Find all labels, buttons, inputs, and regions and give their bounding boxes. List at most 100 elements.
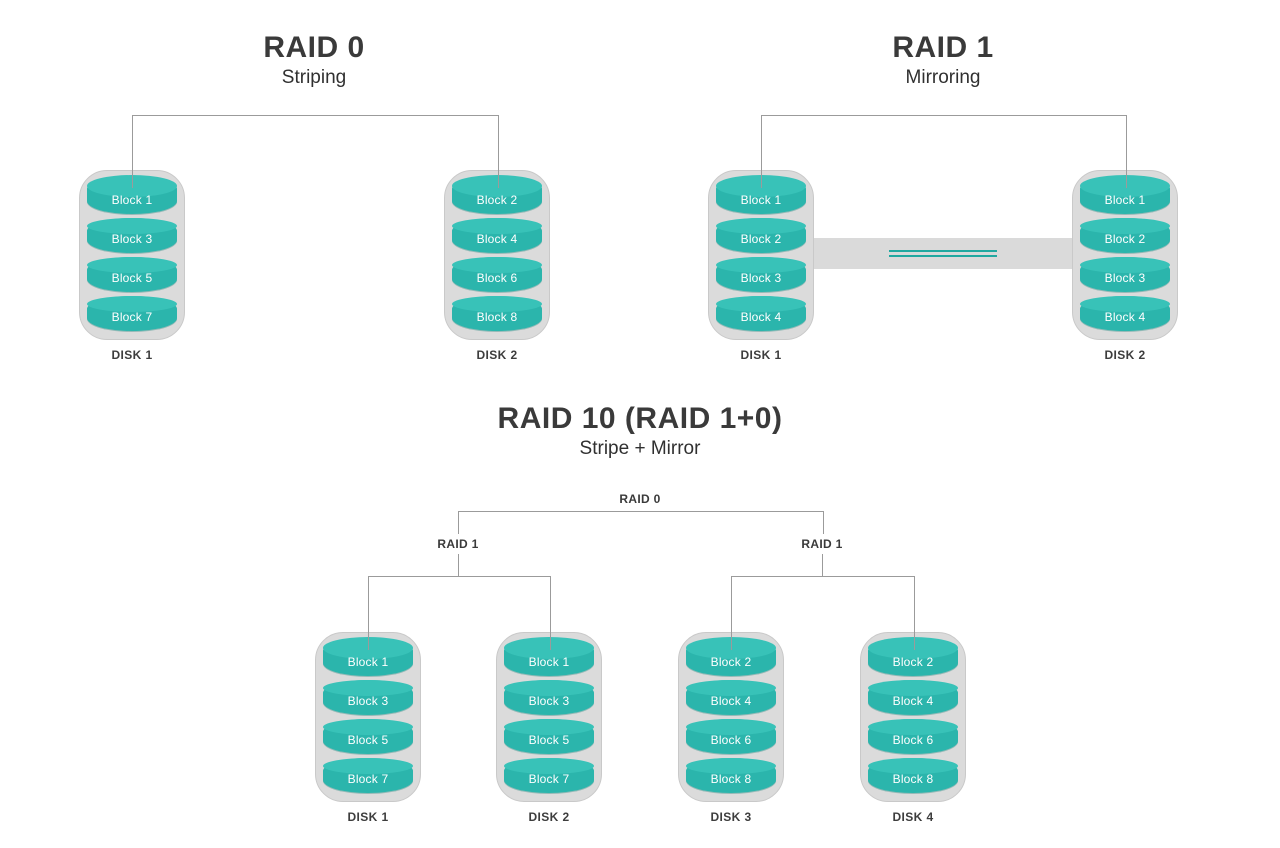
disk-casing: Block 1 Block 3 Block 5 Block 7 xyxy=(496,632,602,802)
block-label: Block 3 xyxy=(740,271,782,285)
raid10-right-stub-line xyxy=(822,554,823,576)
block-segment: Block 4 xyxy=(716,296,806,331)
block-label: Block 7 xyxy=(111,310,153,324)
block-segment: Block 3 xyxy=(504,680,594,715)
block-segment: Block 4 xyxy=(1080,296,1170,331)
block-segment: Block 3 xyxy=(716,257,806,292)
disk-label: DISK 2 xyxy=(476,348,518,362)
raid10-title: RAID 10 (RAID 1+0) xyxy=(497,402,783,435)
block-label: Block 3 xyxy=(347,694,389,708)
block-segment: Block 3 xyxy=(323,680,413,715)
disk-casing: Block 1 Block 3 Block 5 Block 7 xyxy=(79,170,185,340)
block-segment: Block 2 xyxy=(452,175,542,214)
cylinder-top-ellipse xyxy=(716,296,806,312)
block-label: Block 5 xyxy=(111,271,153,285)
block-segment: Block 8 xyxy=(452,296,542,331)
cylinder-top-ellipse xyxy=(323,719,413,735)
raid10-right-bracket xyxy=(731,576,915,650)
block-segment: Block 1 xyxy=(504,637,594,676)
cylinder-top-ellipse xyxy=(1080,257,1170,273)
block-label: Block 2 xyxy=(1104,232,1146,246)
disk-label: DISK 1 xyxy=(740,348,782,362)
cylinder-top-ellipse xyxy=(504,637,594,659)
block-label: Block 1 xyxy=(347,655,389,669)
block-segment: Block 5 xyxy=(87,257,177,292)
block-label: Block 2 xyxy=(710,655,752,669)
block-label: Block 2 xyxy=(740,232,782,246)
disk-cylinder: Block 2 Block 4 Block 6 Block 8 xyxy=(686,637,776,797)
disk-cylinder: Block 1 Block 2 Block 3 Block 4 xyxy=(716,175,806,335)
cylinder-top-ellipse xyxy=(868,719,958,735)
cylinder-top-ellipse xyxy=(868,637,958,659)
block-label: Block 2 xyxy=(892,655,934,669)
mirror-link-equals-icon xyxy=(889,250,997,257)
cylinder-top-ellipse xyxy=(452,296,542,312)
cylinder-top-ellipse xyxy=(686,680,776,696)
raid1-subtitle: Mirroring xyxy=(905,67,981,88)
block-label: Block 1 xyxy=(528,655,570,669)
raid0-subtitle: Striping xyxy=(281,67,347,88)
block-label: Block 8 xyxy=(710,772,752,786)
block-segment: Block 3 xyxy=(1080,257,1170,292)
block-label: Block 4 xyxy=(892,694,934,708)
cylinder-top-ellipse xyxy=(452,175,542,197)
block-segment: Block 7 xyxy=(504,758,594,793)
raid10-tree-right-label: RAID 1 xyxy=(801,537,843,551)
raid10-subtitle: Stripe + Mirror xyxy=(579,438,701,459)
block-label: Block 6 xyxy=(710,733,752,747)
block-label: Block 4 xyxy=(710,694,752,708)
block-label: Block 2 xyxy=(476,193,518,207)
disk-casing: Block 1 Block 2 Block 3 Block 4 xyxy=(708,170,814,340)
disk-casing: Block 2 Block 4 Block 6 Block 8 xyxy=(860,632,966,802)
cylinder-top-ellipse xyxy=(504,719,594,735)
block-label: Block 8 xyxy=(476,310,518,324)
block-label: Block 8 xyxy=(892,772,934,786)
disk-cylinder: Block 2 Block 4 Block 6 Block 8 xyxy=(452,175,542,335)
block-label: Block 6 xyxy=(892,733,934,747)
block-segment: Block 4 xyxy=(452,218,542,253)
disk-casing: Block 1 Block 2 Block 3 Block 4 xyxy=(1072,170,1178,340)
disk-label: DISK 1 xyxy=(347,810,389,824)
disk-casing: Block 2 Block 4 Block 6 Block 8 xyxy=(444,170,550,340)
block-label: Block 1 xyxy=(740,193,782,207)
disk-cylinder: Block 1 Block 2 Block 3 Block 4 xyxy=(1080,175,1170,335)
block-label: Block 3 xyxy=(1104,271,1146,285)
raid0-connector-bracket xyxy=(132,115,499,188)
cylinder-top-ellipse xyxy=(716,257,806,273)
block-segment: Block 2 xyxy=(868,637,958,676)
block-label: Block 5 xyxy=(528,733,570,747)
block-segment: Block 5 xyxy=(323,719,413,754)
block-label: Block 6 xyxy=(476,271,518,285)
block-segment: Block 7 xyxy=(87,296,177,331)
cylinder-top-ellipse xyxy=(87,257,177,273)
cylinder-top-ellipse xyxy=(1080,175,1170,197)
cylinder-top-ellipse xyxy=(452,218,542,234)
mirror-line-top xyxy=(889,250,997,252)
block-label: Block 4 xyxy=(1104,310,1146,324)
block-label: Block 3 xyxy=(528,694,570,708)
disk-cylinder: Block 1 Block 3 Block 5 Block 7 xyxy=(87,175,177,335)
block-segment: Block 4 xyxy=(686,680,776,715)
cylinder-top-ellipse xyxy=(323,758,413,774)
block-segment: Block 1 xyxy=(1080,175,1170,214)
block-segment: Block 6 xyxy=(686,719,776,754)
block-label: Block 5 xyxy=(347,733,389,747)
cylinder-top-ellipse xyxy=(323,680,413,696)
block-segment: Block 6 xyxy=(868,719,958,754)
disk-raid10-3: Block 2 Block 4 Block 6 Block 8 DISK 3 xyxy=(678,632,784,824)
disk-label: DISK 1 xyxy=(111,348,153,362)
block-label: Block 1 xyxy=(111,193,153,207)
block-segment: Block 3 xyxy=(87,218,177,253)
disk-cylinder: Block 1 Block 3 Block 5 Block 7 xyxy=(504,637,594,797)
disk-label: DISK 3 xyxy=(710,810,752,824)
block-label: Block 4 xyxy=(740,310,782,324)
raid1-connector-bracket xyxy=(761,115,1127,188)
cylinder-top-ellipse xyxy=(504,680,594,696)
cylinder-top-ellipse xyxy=(1080,218,1170,234)
cylinder-top-ellipse xyxy=(868,758,958,774)
disk-casing: Block 2 Block 4 Block 6 Block 8 xyxy=(678,632,784,802)
raid1-title: RAID 1 xyxy=(892,31,994,64)
